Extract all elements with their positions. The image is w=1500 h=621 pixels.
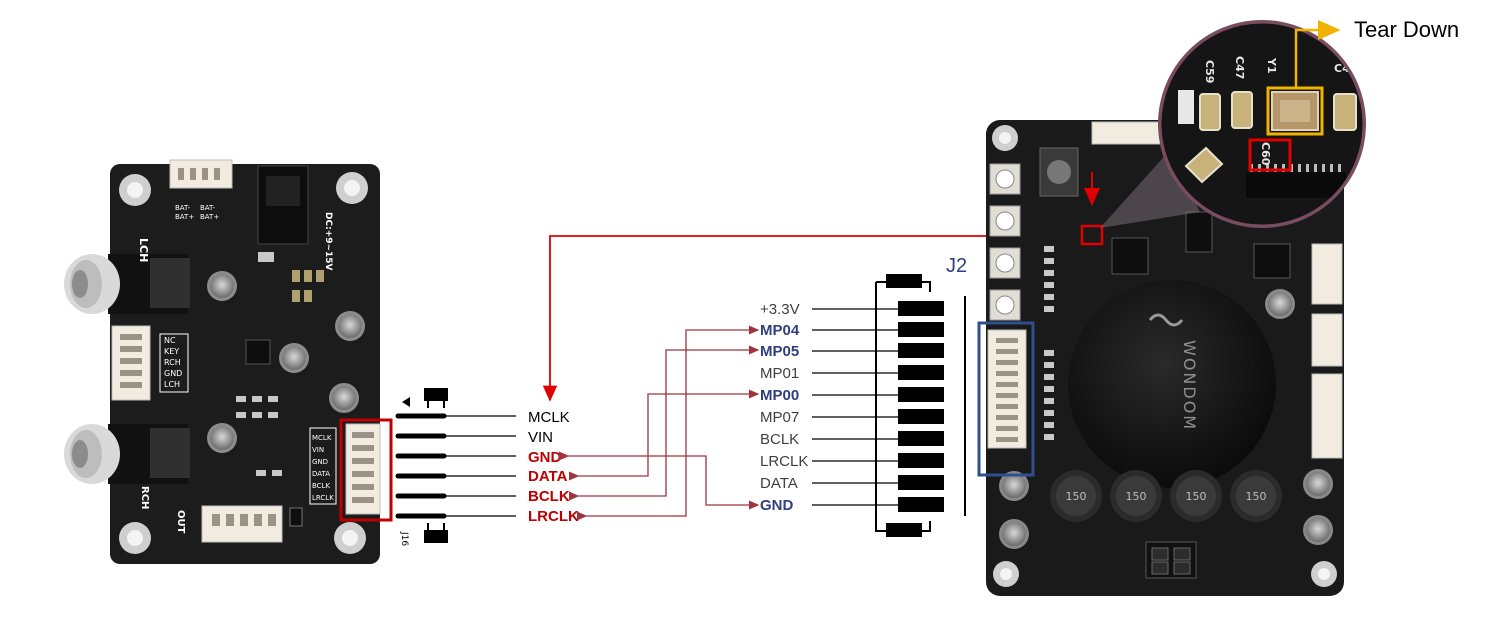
pin-silk-label: LRCLK <box>312 494 334 502</box>
left-pin-data: DATA <box>528 468 568 485</box>
dc-input-label: DC:+9~15V <box>323 212 333 271</box>
pin-silk-label: GND <box>312 458 328 466</box>
j16-connector-symbol: J16 <box>395 388 516 546</box>
pin-silk-label: VIN <box>312 446 324 454</box>
left-pin-mclk: MCLK <box>528 409 570 426</box>
rca-jack <box>64 424 190 484</box>
tear-down-label: Tear Down <box>1354 17 1459 42</box>
capacitor <box>207 271 365 453</box>
wire-mp05-bclk <box>568 345 760 501</box>
left-pin-vin: VIN <box>528 429 553 446</box>
inductor-label: 150 <box>1186 490 1207 503</box>
speaker <box>1068 280 1276 488</box>
inductor-label: 150 <box>1246 490 1267 503</box>
inductor-label: 150 <box>1066 490 1087 503</box>
out-label: OUT <box>175 510 186 534</box>
mclk-target-box <box>1080 224 1104 246</box>
j2-highlight-box <box>977 321 1035 477</box>
mounting-hole <box>992 125 1337 587</box>
j2-pin-data: DATA <box>760 475 798 492</box>
key-label: RCH <box>164 358 181 367</box>
key-label: LCH <box>164 380 180 389</box>
j2-pin-lrclk: LRCLK <box>760 453 808 470</box>
mounting-hole <box>119 172 368 554</box>
wire-mp04-lrclk <box>576 325 760 521</box>
j16-highlight-box <box>339 418 393 522</box>
bat-label: BAT- <box>175 204 191 212</box>
j2-label: J2 <box>946 255 967 277</box>
brand-logo: WONDOM <box>1180 340 1199 431</box>
pin-silk-label: DATA <box>312 470 330 478</box>
key-label: GND <box>164 369 182 378</box>
left-amplifier-board: NC KEY RCH GND LCH BAT- BAT+ BAT- BAT+ L… <box>64 159 381 564</box>
zoom-label: C60 <box>1259 142 1272 166</box>
rca-jack <box>64 254 190 314</box>
lch-label: LCH <box>137 238 150 262</box>
bat-label: BAT+ <box>200 213 219 221</box>
bat-label: BAT+ <box>175 213 194 221</box>
inductor <box>1050 470 1282 522</box>
j2-pin-mp05: MP05 <box>760 343 799 360</box>
zoom-label: C47 <box>1233 56 1246 79</box>
j2-pin-mp04: MP04 <box>760 322 800 339</box>
zoom-label: Y1 <box>1265 57 1278 74</box>
right-amplifier-board: WONDOM 150 150 150 150 <box>986 120 1344 596</box>
pin-silk-label: MCLK <box>312 434 332 442</box>
j2-pin-gnd: GND <box>760 497 794 514</box>
zoom-label: C59 <box>1203 60 1216 83</box>
inductor-label: 150 <box>1126 490 1147 503</box>
zoom-callout: C59 C47 Y1 C45 C60 <box>1100 20 1366 228</box>
rch-label: RCH <box>139 486 150 509</box>
pin-silk-label: BCLK <box>312 482 330 490</box>
wire-mclk <box>542 235 1082 402</box>
j2-pin-3v3: +3.3V <box>760 301 800 318</box>
left-pin-lrclk: LRCLK <box>528 508 579 525</box>
zoom-target-box <box>1248 138 1292 172</box>
j2-pin-mp00: MP00 <box>760 387 799 404</box>
j16-label: J16 <box>399 531 409 546</box>
j2-pin-mp07: MP07 <box>760 409 799 426</box>
key-label: KEY <box>164 347 179 356</box>
wire-gnd-gnd <box>558 451 760 510</box>
j2-header-symbol: J2 <box>812 255 967 537</box>
j2-pin-bclk: BCLK <box>760 431 799 448</box>
wire-mp00-data <box>568 389 760 481</box>
j2-pin-mp01: MP01 <box>760 365 799 382</box>
bat-label: BAT- <box>200 204 216 212</box>
left-pin-bclk: BCLK <box>528 488 570 505</box>
left-pin-gnd: GND <box>528 449 562 466</box>
key-label: NC <box>164 336 176 345</box>
